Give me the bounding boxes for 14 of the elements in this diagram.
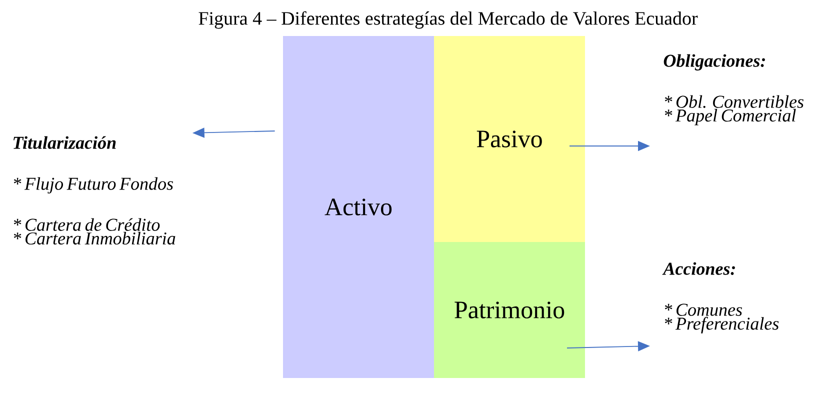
list-item: * Papel Comercial: [664, 108, 796, 126]
list-item: * Cartera de Crédito: [14, 218, 160, 231]
list-item: * Preferenciales: [664, 316, 779, 334]
list-item: * Obl. Convertibles: [664, 95, 804, 108]
list-heading: Titularización: [14, 136, 116, 149]
list-item: * Cartera Inmobiliaria: [14, 232, 176, 245]
balance-block: Pasivo: [434, 36, 585, 242]
list-item: * Comunes: [664, 304, 742, 316]
balance-block: Activo: [283, 36, 434, 378]
figure-title: Figura 4 – Diferentes estrategías del Mercado de Valores Ecuador: [198, 11, 698, 29]
list-heading: Acciones:: [662, 262, 735, 275]
list-heading: Obligaciones:: [664, 54, 765, 71]
list-item: * Flujo Futuro Fondos: [14, 177, 173, 194]
balance-block: Patrimonio: [434, 242, 585, 378]
